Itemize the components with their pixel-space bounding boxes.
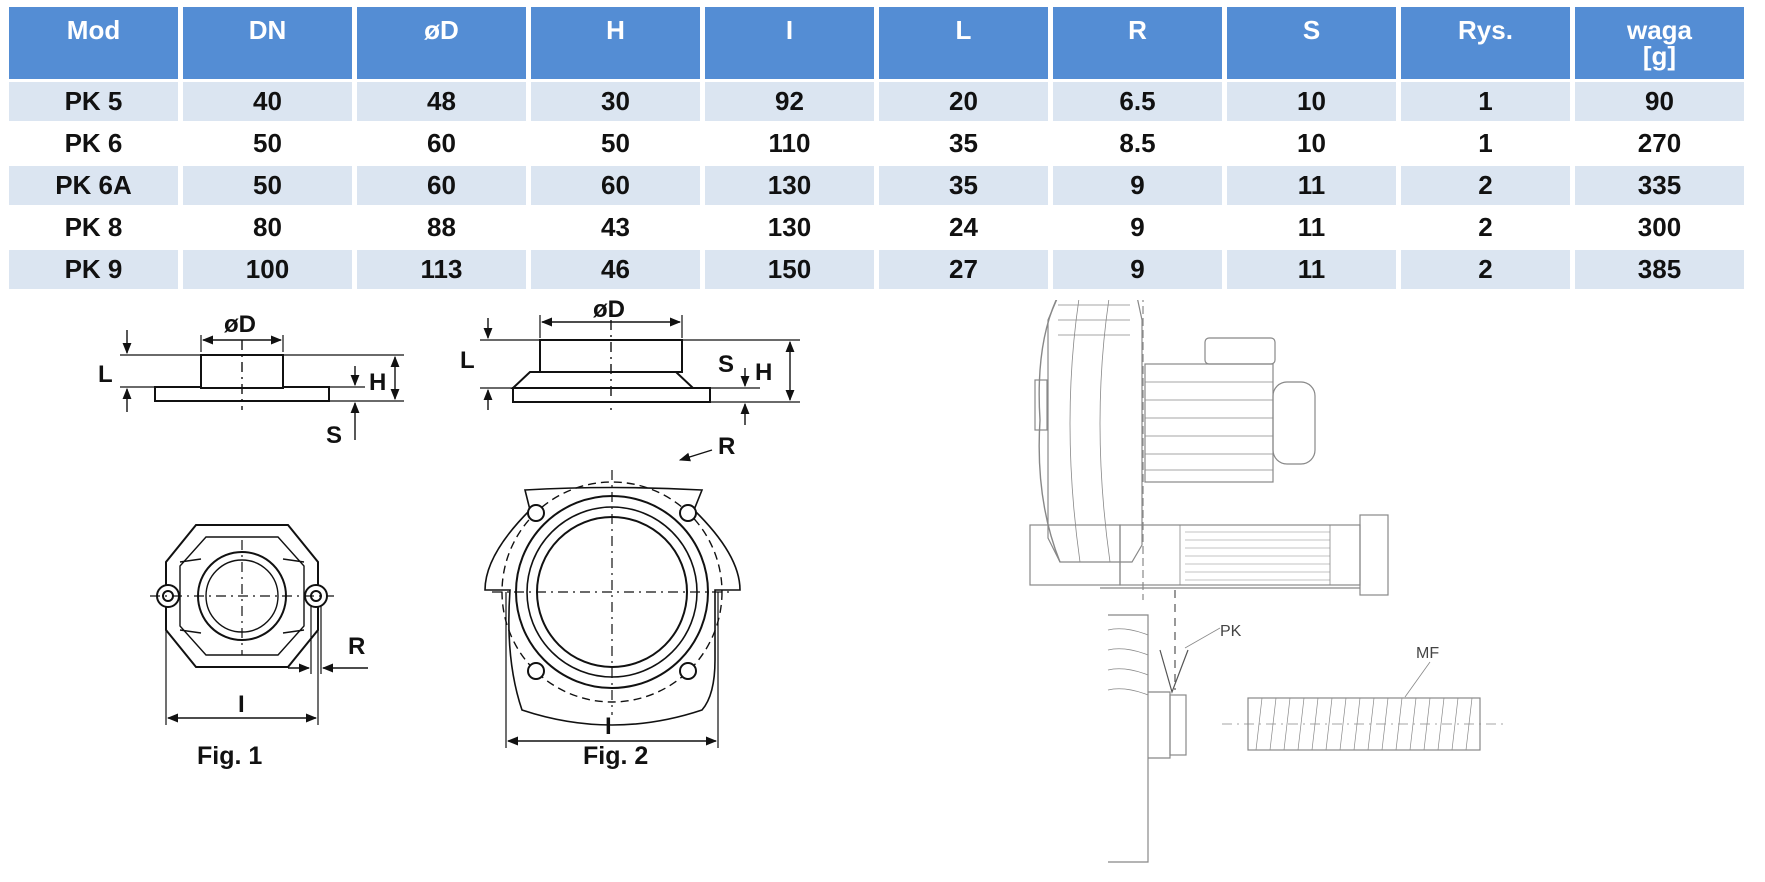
cell-waga: 385 (1575, 250, 1744, 289)
cell-i: 150 (705, 250, 874, 289)
fig1-label-l: L (98, 361, 113, 388)
fig2-top-view (484, 449, 741, 748)
cell-l: 35 (879, 166, 1048, 205)
table-row: PK 6 50 60 50 110 35 8.5 10 1 270 (9, 124, 1744, 163)
fig1-label-h: H (369, 369, 386, 396)
cell-od: 88 (357, 208, 526, 247)
cell-rys: 2 (1401, 166, 1570, 205)
header-i: I (705, 7, 874, 79)
blower-assembly-drawing (1029, 300, 1505, 863)
cell-mod: PK 9 (9, 250, 178, 289)
spec-table: Mod DN øD H I L R S Rys. waga [g] PK 5 4… (4, 4, 1749, 292)
cell-mod: PK 8 (9, 208, 178, 247)
fig2-label-r: R (718, 433, 735, 460)
cell-dn: 100 (183, 250, 352, 289)
cell-s: 10 (1227, 82, 1396, 121)
cell-i: 92 (705, 82, 874, 121)
cell-s: 11 (1227, 166, 1396, 205)
cell-h: 60 (531, 166, 700, 205)
table-row: PK 5 40 48 30 92 20 6.5 10 1 90 (9, 82, 1744, 121)
fig1-label-od: øD (224, 311, 256, 338)
cell-i: 130 (705, 208, 874, 247)
header-waga: waga [g] (1575, 7, 1744, 79)
table-row: PK 8 80 88 43 130 24 9 11 2 300 (9, 208, 1744, 247)
fig1-label-s: S (326, 422, 342, 449)
cell-s: 10 (1227, 124, 1396, 163)
header-mod: Mod (9, 7, 178, 79)
cell-i: 110 (705, 124, 874, 163)
header-s: S (1227, 7, 1396, 79)
cell-mod: PK 6A (9, 166, 178, 205)
cell-l: 27 (879, 250, 1048, 289)
table-row: PK 6A 50 60 60 130 35 9 11 2 335 (9, 166, 1744, 205)
cell-waga: 90 (1575, 82, 1744, 121)
assembly-label-mf: MF (1416, 645, 1439, 662)
cell-rys: 2 (1401, 208, 1570, 247)
table-header-row: Mod DN øD H I L R S Rys. waga [g] (9, 7, 1744, 79)
fig1-label-i: I (238, 691, 245, 718)
cell-dn: 80 (183, 208, 352, 247)
header-dn: DN (183, 7, 352, 79)
cell-s: 11 (1227, 250, 1396, 289)
fig2-label-i: I (605, 713, 612, 740)
cell-r: 9 (1053, 166, 1222, 205)
technical-drawings: øD L H S R I Fig. 1 (98, 300, 1505, 863)
header-h: H (531, 7, 700, 79)
cell-h: 50 (531, 124, 700, 163)
cell-h: 43 (531, 208, 700, 247)
fig1-label-r: R (348, 633, 365, 660)
header-od: øD (357, 7, 526, 79)
cell-waga: 300 (1575, 208, 1744, 247)
cell-s: 11 (1227, 208, 1396, 247)
cell-od: 60 (357, 166, 526, 205)
fig2-label-l: L (460, 347, 475, 374)
cell-rys: 1 (1401, 124, 1570, 163)
fig2-caption: Fig. 2 (583, 742, 648, 770)
fig1-caption: Fig. 1 (197, 742, 262, 770)
cell-od: 60 (357, 124, 526, 163)
cell-l: 24 (879, 208, 1048, 247)
table-row: PK 9 100 113 46 150 27 9 11 2 385 (9, 250, 1744, 289)
fig2-label-h: H (755, 359, 772, 386)
cell-dn: 50 (183, 166, 352, 205)
fig2-label-od: øD (593, 300, 625, 323)
header-r: R (1053, 7, 1222, 79)
cell-dn: 50 (183, 124, 352, 163)
cell-od: 48 (357, 82, 526, 121)
cell-waga: 270 (1575, 124, 1744, 163)
cell-mod: PK 6 (9, 124, 178, 163)
assembly-label-pk: PK (1220, 623, 1242, 640)
cell-dn: 40 (183, 82, 352, 121)
cell-h: 30 (531, 82, 700, 121)
cell-r: 8.5 (1053, 124, 1222, 163)
cell-r: 9 (1053, 208, 1222, 247)
cell-od: 113 (357, 250, 526, 289)
header-l: L (879, 7, 1048, 79)
fig2-side-view (480, 315, 800, 425)
cell-rys: 2 (1401, 250, 1570, 289)
cell-r: 6.5 (1053, 82, 1222, 121)
cell-mod: PK 5 (9, 82, 178, 121)
header-rys: Rys. (1401, 7, 1570, 79)
cell-h: 46 (531, 250, 700, 289)
cell-rys: 1 (1401, 82, 1570, 121)
cell-r: 9 (1053, 250, 1222, 289)
fig2-label-s: S (718, 351, 734, 378)
fig1-side-view (120, 330, 404, 440)
cell-l: 35 (879, 124, 1048, 163)
cell-waga: 335 (1575, 166, 1744, 205)
cell-i: 130 (705, 166, 874, 205)
fig1-top-view (150, 524, 368, 725)
cell-l: 20 (879, 82, 1048, 121)
